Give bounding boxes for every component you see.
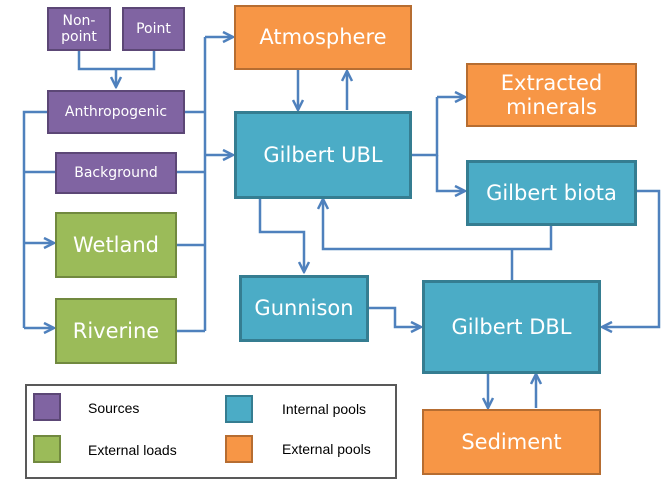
connector-biota-to-ubl — [323, 199, 553, 251]
connector-ubl-branch — [412, 97, 439, 157]
node-gilbert-dbl: Gilbert DBL — [422, 280, 601, 374]
legend-label-internal-pools: Internal pools — [282, 401, 367, 417]
connector-biota-to-dbl — [602, 189, 661, 327]
legend-label-external-loads: External loads — [88, 442, 177, 458]
node-riverine-label: Riverine — [72, 318, 160, 343]
node-anthropogenic-label: Anthropogenic — [64, 103, 168, 120]
legend-label-sources: Sources — [88, 400, 140, 416]
node-riverine: Riverine — [55, 298, 177, 364]
node-atmosphere-label: Atmosphere — [259, 25, 387, 50]
legend-swatch-external-loads — [33, 435, 61, 463]
node-gilbert-ubl: Gilbert UBL — [234, 111, 412, 199]
legend-swatch-sources — [33, 393, 61, 421]
node-extracted-minerals-label: Extracted minerals — [500, 70, 603, 119]
connector-gunnison-to-dbl — [368, 306, 421, 327]
node-gilbert-biota: Gilbert biota — [466, 160, 637, 226]
connector-ubl-to-gunnison — [258, 198, 304, 272]
node-background-label: Background — [74, 164, 158, 181]
node-atmosphere: Atmosphere — [234, 5, 412, 70]
node-sediment: Sediment — [422, 409, 601, 475]
legend-label-external-pools: External pools — [282, 441, 371, 457]
node-gunnison: Gunnison — [239, 275, 369, 342]
legend-swatch-internal-pools — [225, 395, 253, 423]
node-extracted-minerals: Extracted minerals — [466, 63, 637, 127]
node-gilbert-biota-label: Gilbert biota — [486, 180, 617, 205]
node-point-label: Point — [136, 20, 171, 37]
node-gunnison-label: Gunnison — [254, 296, 354, 321]
node-point: Point — [122, 7, 185, 51]
connector-to-gilbert-biota — [435, 155, 465, 191]
node-nonpoint: Non-point — [47, 7, 111, 51]
legend-swatch-external-pools — [225, 435, 253, 463]
node-gilbert-dbl-label: Gilbert DBL — [451, 314, 572, 339]
node-nonpoint-label: Non-point — [61, 12, 97, 45]
node-background: Background — [55, 152, 177, 194]
connector-left-bus — [22, 110, 48, 328]
node-gilbert-ubl-label: Gilbert UBL — [263, 142, 383, 167]
node-sediment-label: Sediment — [461, 429, 562, 454]
node-anthropogenic: Anthropogenic — [47, 90, 185, 134]
connector-nonpoint-anthropogenic — [77, 50, 156, 71]
node-wetland: Wetland — [55, 212, 177, 278]
legend: Sources External loads Internal pools Ex… — [25, 384, 397, 479]
node-wetland-label: Wetland — [72, 232, 160, 257]
